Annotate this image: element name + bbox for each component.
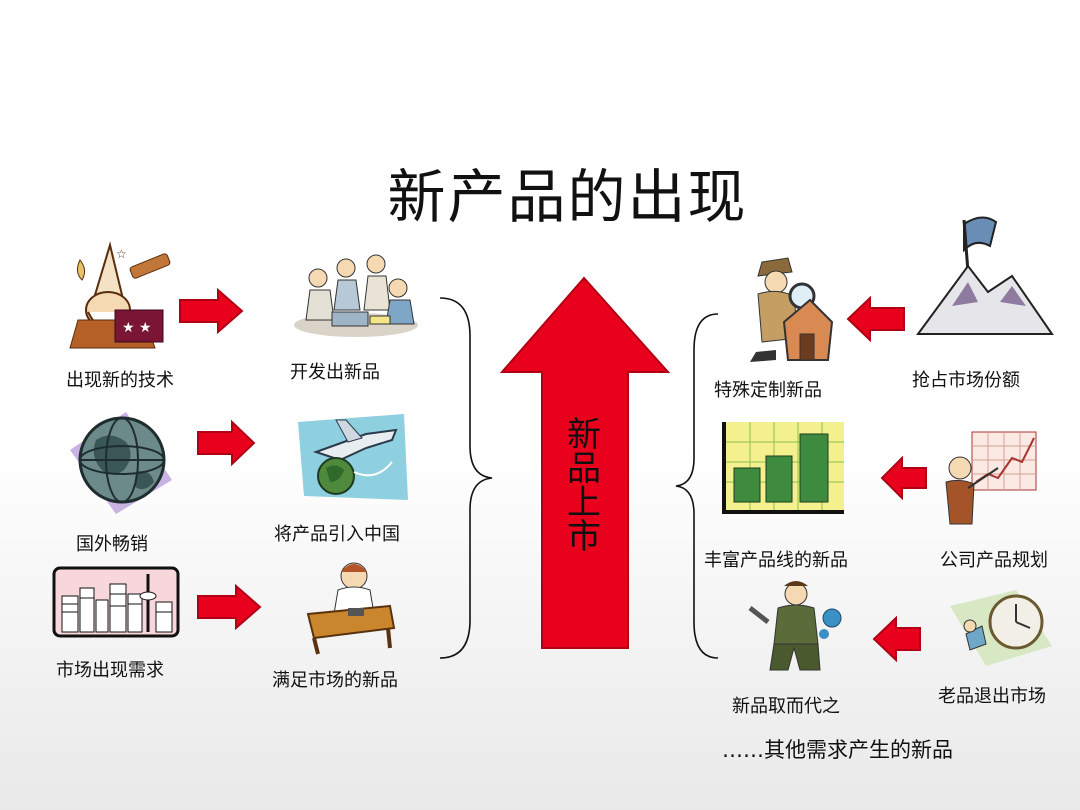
result-label-custom: 特殊定制新品 [714,380,822,401]
svg-text:☆: ☆ [116,247,127,261]
city-skyline-icon [52,566,180,638]
wizard-telescope-icon: ★ ★ ☆ [69,241,171,349]
source-label-tech: 出现新的技术 [66,370,174,391]
detective-house-icon [750,257,834,362]
growth-chart-icon [722,422,844,514]
mechanic-icon [748,581,842,671]
launch-char: 品 [567,449,601,489]
result-label-replace: 新品取而代之 [732,696,840,717]
arrow-left-icon [846,296,905,342]
arrow-right-icon [179,288,244,334]
result-label-import: 将产品引入中国 [274,524,400,545]
airplane-globe-icon [298,414,408,500]
launch-char: 新 [567,415,601,455]
source-label-abroad: 国外畅销 [76,534,148,555]
launch-char: 上 [567,483,601,523]
globe-icon [70,412,172,514]
launch-text: 新 品 上 市 [562,418,606,554]
arrow-left-icon [872,616,921,662]
mountain-flag-icon [916,216,1054,335]
footnote: ……其他需求产生的新品 [722,738,953,762]
stopwatch-icon [950,590,1052,666]
source-label-retire: 老品退出市场 [938,686,1046,707]
launch-char: 市 [567,517,601,557]
arrow-right-icon [197,420,256,466]
left-brace [439,297,493,659]
presenter-chart-icon [945,431,1037,525]
result-label-develop: 开发出新品 [290,362,380,383]
svg-text:★ ★: ★ ★ [122,320,152,336]
page-title: 新产品的出现 [387,163,748,231]
arrow-left-icon [880,456,927,500]
result-label-product-line: 丰富产品线的新品 [704,550,848,571]
source-label-plan: 公司产品规划 [940,550,1048,571]
right-brace [675,313,719,659]
arrow-right-icon [197,584,262,630]
phone-desk-icon [306,562,396,655]
result-label-satisfy: 满足市场的新品 [272,670,398,691]
team-meeting-icon [294,254,418,337]
big-up-arrow [499,276,670,649]
source-label-share: 抢占市场份额 [912,370,1020,391]
source-label-demand: 市场出现需求 [56,660,164,681]
